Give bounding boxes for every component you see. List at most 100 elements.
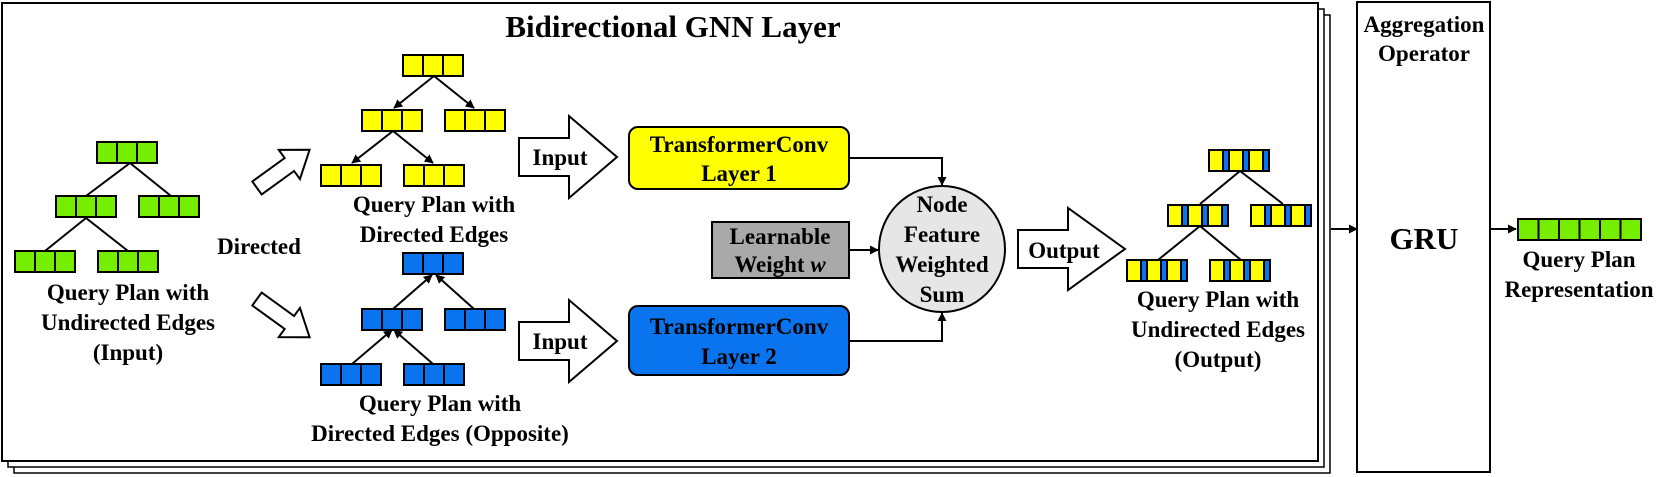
input-tree-nodes bbox=[14, 141, 200, 273]
tree-node-cell bbox=[484, 308, 506, 331]
tree-node-cell bbox=[422, 252, 444, 275]
tree-node-cell-stripe bbox=[1262, 149, 1270, 172]
input-tree bbox=[14, 141, 200, 273]
tree-node-cell bbox=[320, 363, 342, 386]
tree-node-cell bbox=[402, 252, 424, 275]
learnable-weight-box: Learnable Weight w bbox=[711, 221, 850, 279]
input-plan-label-line-2: Undirected Edges bbox=[41, 310, 215, 335]
tree-node-cell bbox=[340, 164, 362, 187]
output-plan-label-line-2: Undirected Edges bbox=[1131, 317, 1305, 342]
tree-node-cell bbox=[401, 308, 423, 331]
input-arrow-2-label: Input bbox=[533, 329, 588, 354]
tree-node-cell bbox=[423, 363, 445, 386]
transformerconv-layer-1: TransformerConv Layer 1 bbox=[628, 126, 850, 190]
output-tree bbox=[1126, 149, 1312, 282]
query-plan-representation-vector bbox=[1517, 218, 1642, 241]
tree-node-cell bbox=[484, 109, 506, 132]
opposite-plan-label-line-2: Directed Edges (Opposite) bbox=[311, 421, 569, 446]
tree-node-cell bbox=[138, 195, 160, 218]
representation-cell bbox=[1517, 218, 1540, 241]
tree-node-cell bbox=[117, 250, 139, 273]
tree-node-cell bbox=[444, 308, 466, 331]
layer2-label-line-2: Layer 2 bbox=[701, 344, 777, 369]
tree-node-cell bbox=[443, 363, 465, 386]
tree-node-cell bbox=[34, 250, 56, 273]
tree-node-cell bbox=[403, 164, 425, 187]
opposite-tree bbox=[320, 252, 506, 386]
output-plan-label-line-1: Query Plan with bbox=[1137, 287, 1299, 312]
learnable-weight-line-1: Learnable bbox=[730, 224, 831, 249]
representation-cell bbox=[1537, 218, 1560, 241]
aggregation-label-line-1: Aggregation bbox=[1364, 12, 1485, 37]
input-arrow-2: Input bbox=[518, 297, 619, 385]
tree-node-cell bbox=[443, 164, 465, 187]
representation-cell bbox=[1619, 218, 1642, 241]
weighted-sum-line-2: Feature bbox=[904, 222, 980, 247]
directed-label: Directed bbox=[217, 234, 301, 259]
directed-plan-label-line-1: Query Plan with bbox=[353, 192, 515, 217]
input-plan-label-line-3: (Input) bbox=[93, 340, 163, 365]
output-tree-nodes bbox=[1126, 149, 1312, 282]
directed-tree-nodes bbox=[320, 54, 506, 187]
tree-node-cell bbox=[55, 195, 77, 218]
tree-node-cell-stripe bbox=[1180, 259, 1188, 282]
input-plan-label: Query Plan with Undirected Edges (Input) bbox=[41, 280, 215, 365]
tree-node-cell bbox=[340, 363, 362, 386]
tree-node-cell bbox=[116, 141, 138, 164]
opposite-plan-label: Query Plan with Directed Edges (Opposite… bbox=[311, 391, 569, 446]
tree-node-cell-stripe bbox=[1263, 259, 1271, 282]
weighted-sum-line-1: Node bbox=[916, 192, 967, 217]
tree-node-cell bbox=[136, 141, 158, 164]
tree-node-cell bbox=[423, 164, 445, 187]
tree-node-cell bbox=[361, 109, 383, 132]
aggregation-label-line-2: Operator bbox=[1378, 41, 1470, 66]
tree-node-cell-stripe bbox=[1221, 204, 1229, 227]
directed-arrow-down bbox=[250, 291, 311, 339]
tree-node-cell bbox=[381, 109, 403, 132]
tree-node-cell bbox=[96, 141, 118, 164]
tree-node-cell bbox=[75, 195, 97, 218]
weighted-sum-line-4: Sum bbox=[920, 282, 965, 307]
output-plan-label: Query Plan with Undirected Edges (Output… bbox=[1131, 287, 1305, 372]
layer1-to-sum-connector bbox=[849, 157, 947, 186]
directed-plan-label: Query Plan with Directed Edges bbox=[353, 192, 515, 247]
representation-label-line-1: Query Plan bbox=[1522, 247, 1635, 272]
opposite-tree-nodes bbox=[320, 252, 506, 386]
tree-node-cell bbox=[403, 363, 425, 386]
tree-node-cell bbox=[54, 250, 76, 273]
output-arrow-label: Output bbox=[1028, 238, 1100, 263]
tree-node-cell bbox=[401, 109, 423, 132]
tree-node-cell bbox=[97, 250, 119, 273]
layer2-label-line-1: TransformerConv bbox=[650, 314, 829, 339]
tree-node-cell bbox=[95, 195, 117, 218]
aggregation-operator-box: Aggregation Operator GRU bbox=[1356, 1, 1491, 473]
tree-node-cell bbox=[444, 109, 466, 132]
opposite-plan-label-line-1: Query Plan with bbox=[359, 391, 521, 416]
tree-node-cell bbox=[442, 54, 464, 77]
representation-cell bbox=[1578, 218, 1601, 241]
learnable-weight-line-2: Weight w bbox=[734, 252, 826, 277]
tree-node-cell bbox=[442, 252, 464, 275]
representation-cell bbox=[1599, 218, 1622, 241]
tree-node-cell bbox=[422, 54, 444, 77]
tree-node-cell bbox=[137, 250, 159, 273]
tree-node-cell bbox=[361, 308, 383, 331]
layer1-label-line-2: Layer 1 bbox=[701, 161, 777, 186]
tree-node-cell bbox=[320, 164, 342, 187]
directed-tree bbox=[320, 54, 506, 187]
output-plan-label-line-3: (Output) bbox=[1175, 347, 1262, 372]
transformerconv-layer-2: TransformerConv Layer 2 bbox=[628, 305, 850, 376]
layer1-label-line-1: TransformerConv bbox=[650, 132, 829, 157]
tree-node-cell bbox=[464, 109, 486, 132]
tree-node-cell bbox=[158, 195, 180, 218]
directed-plan-label-line-2: Directed Edges bbox=[360, 222, 508, 247]
tree-node-cell bbox=[14, 250, 36, 273]
tree-node-cell bbox=[360, 363, 382, 386]
tree-node-cell bbox=[402, 54, 424, 77]
gru-label: GRU bbox=[1390, 221, 1459, 256]
input-arrow-1: Input bbox=[518, 113, 619, 201]
output-arrow: Output bbox=[1017, 206, 1127, 292]
bidirectional-gnn-layer-frame bbox=[1, 2, 1319, 462]
representation-cell bbox=[1558, 218, 1581, 241]
